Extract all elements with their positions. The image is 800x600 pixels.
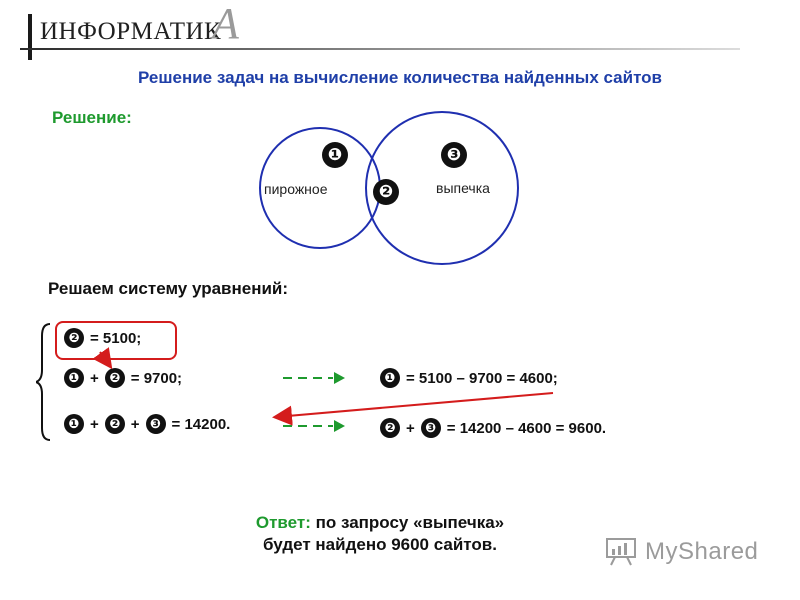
- region-2-icon: ❷: [373, 179, 399, 205]
- watermark: MyShared: [605, 537, 758, 567]
- equation-1: ❷ = 5100;: [64, 328, 141, 348]
- answer-block: Ответ: по запросу «выпечка» будет найден…: [0, 512, 760, 556]
- equation-1-value: = 5100;: [90, 329, 142, 347]
- answer-prefix: Ответ:: [255, 513, 311, 532]
- system-label: Решаем систему уравнений:: [48, 279, 289, 298]
- result-2-value: = 14200 – 4600 = 9600.: [446, 419, 607, 437]
- plus-sign: +: [90, 415, 99, 433]
- watermark-text: MyShared: [645, 538, 759, 565]
- region-1-icon: ❶: [322, 142, 348, 168]
- equation-3-value: = 14200.: [171, 415, 231, 433]
- venn-circle-right: [365, 111, 519, 265]
- plus-sign: +: [130, 415, 140, 433]
- green-dashed-arrow-2: [283, 420, 345, 432]
- region-3-icon: ❸: [145, 414, 166, 434]
- plus-sign: +: [90, 369, 99, 387]
- red-arrow-long: [272, 392, 554, 426]
- label-pastry: выпечка: [436, 180, 490, 196]
- page-title: Решение задач на вычисление количества н…: [137, 68, 663, 87]
- logo-text: ИНФОРМАТИК: [40, 18, 222, 45]
- region-3-icon: ❸: [420, 418, 441, 438]
- logo-bar: [28, 14, 32, 60]
- solution-label: Решение:: [52, 108, 132, 127]
- region-2-icon: ❷: [380, 418, 400, 438]
- result-1: ❶ = 5100 – 9700 = 4600;: [380, 368, 558, 388]
- header-divider: [20, 48, 740, 50]
- equation-3: ❶ + ❷ + ❸ = 14200.: [64, 414, 230, 434]
- region-2-icon: ❷: [64, 328, 84, 348]
- plus-sign: +: [406, 419, 415, 437]
- red-arrow-down: [92, 347, 113, 370]
- region-3-icon: ❸: [441, 142, 467, 168]
- system-brace: [36, 323, 51, 441]
- answer-line-1: Ответ: по запросу «выпечка»: [0, 512, 760, 534]
- label-cake: пирожное: [264, 181, 328, 197]
- highlight-box: [55, 321, 177, 360]
- answer-line-2: будет найдено 9600 сайтов.: [263, 535, 497, 554]
- logo-letter: А: [212, 0, 239, 48]
- result-2: ❷ + ❸ = 14200 – 4600 = 9600.: [380, 418, 606, 438]
- region-2-icon: ❷: [104, 368, 125, 388]
- region-1-icon: ❶: [380, 368, 400, 388]
- answer-line-1-text: по запросу «выпечка»: [310, 513, 505, 532]
- region-2-icon: ❷: [104, 414, 125, 434]
- region-1-icon: ❶: [64, 368, 84, 388]
- result-1-value: = 5100 – 9700 = 4600;: [406, 369, 558, 387]
- green-dashed-arrow-1: [283, 372, 345, 384]
- presentation-icon: [606, 538, 636, 566]
- region-1-icon: ❶: [64, 414, 84, 434]
- equation-2-value: = 9700;: [130, 369, 183, 387]
- equation-2: ❶ + ❷ = 9700;: [64, 368, 182, 388]
